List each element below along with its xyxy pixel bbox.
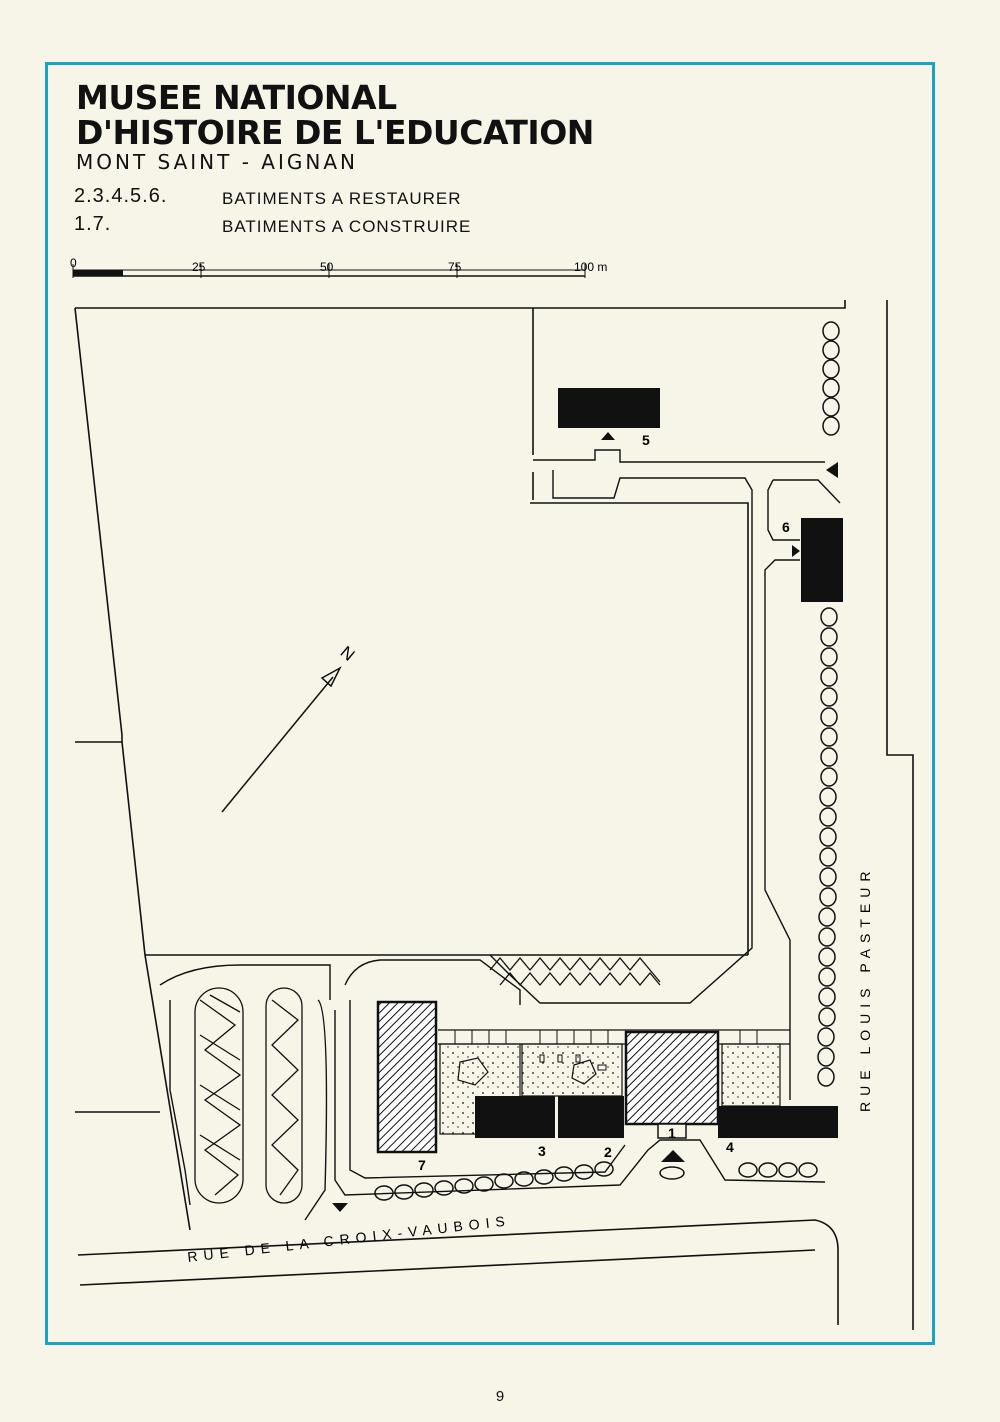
street-east-label: RUE LOUIS PASTEUR <box>857 866 873 1112</box>
building-6 <box>801 518 843 602</box>
scale-tick-25: 25 <box>192 260 206 274</box>
legend-codes-restore: 2.3.4.5.6. <box>74 185 168 207</box>
label-building-2: 2 <box>604 1144 612 1160</box>
north-arrow-icon: N <box>221 642 359 813</box>
building-1 <box>624 1030 720 1126</box>
scale-tick-75: 75 <box>448 260 462 274</box>
subtitle: MONT SAINT - AIGNAN <box>76 150 358 174</box>
label-building-1: 1 <box>668 1125 676 1141</box>
entrance-arrow-icons <box>332 432 838 1212</box>
label-building-4: 4 <box>726 1139 734 1155</box>
site-paths <box>159 449 841 1221</box>
building-4 <box>718 1106 838 1138</box>
building-3 <box>475 1096 555 1138</box>
title-line-1: MUSEE NATIONAL <box>76 78 397 117</box>
label-building-5: 5 <box>642 432 650 448</box>
scale-bar: 0 25 50 75 100 m <box>70 256 607 278</box>
page-number: 9 <box>495 1388 505 1405</box>
legend-codes-build: 1.7. <box>74 213 112 235</box>
buildings-to-restore <box>475 388 843 1138</box>
site-outline <box>74 300 914 1330</box>
tree-row-east <box>817 321 840 1087</box>
label-building-3: 3 <box>538 1143 546 1159</box>
tree-row-south <box>374 1161 818 1201</box>
building-5 <box>558 388 660 428</box>
label-building-6: 6 <box>782 519 790 535</box>
scale-tick-100: 100 m <box>574 260 607 274</box>
legend-label-build: BATIMENTS A CONSTRUIRE <box>222 217 472 236</box>
legend-label-restore: BATIMENTS A RESTAURER <box>222 189 462 208</box>
parking-islands <box>194 987 303 1204</box>
scale-tick-50: 50 <box>320 260 334 274</box>
building-labels: 5 6 1 2 3 4 7 <box>418 432 790 1173</box>
street-south-label: RUE DE LA CROIX-VAUBOIS <box>187 1212 512 1265</box>
label-building-7: 7 <box>418 1157 426 1173</box>
hedge-pattern-icon <box>489 956 661 987</box>
map-frame <box>45 62 935 1345</box>
scale-tick-0: 0 <box>70 256 77 270</box>
building-2 <box>558 1096 624 1138</box>
buildings-to-construct <box>376 1000 720 1154</box>
building-7 <box>376 1000 438 1154</box>
title-line-2: D'HISTOIRE DE L'EDUCATION <box>76 113 594 152</box>
north-label: N <box>337 642 359 664</box>
